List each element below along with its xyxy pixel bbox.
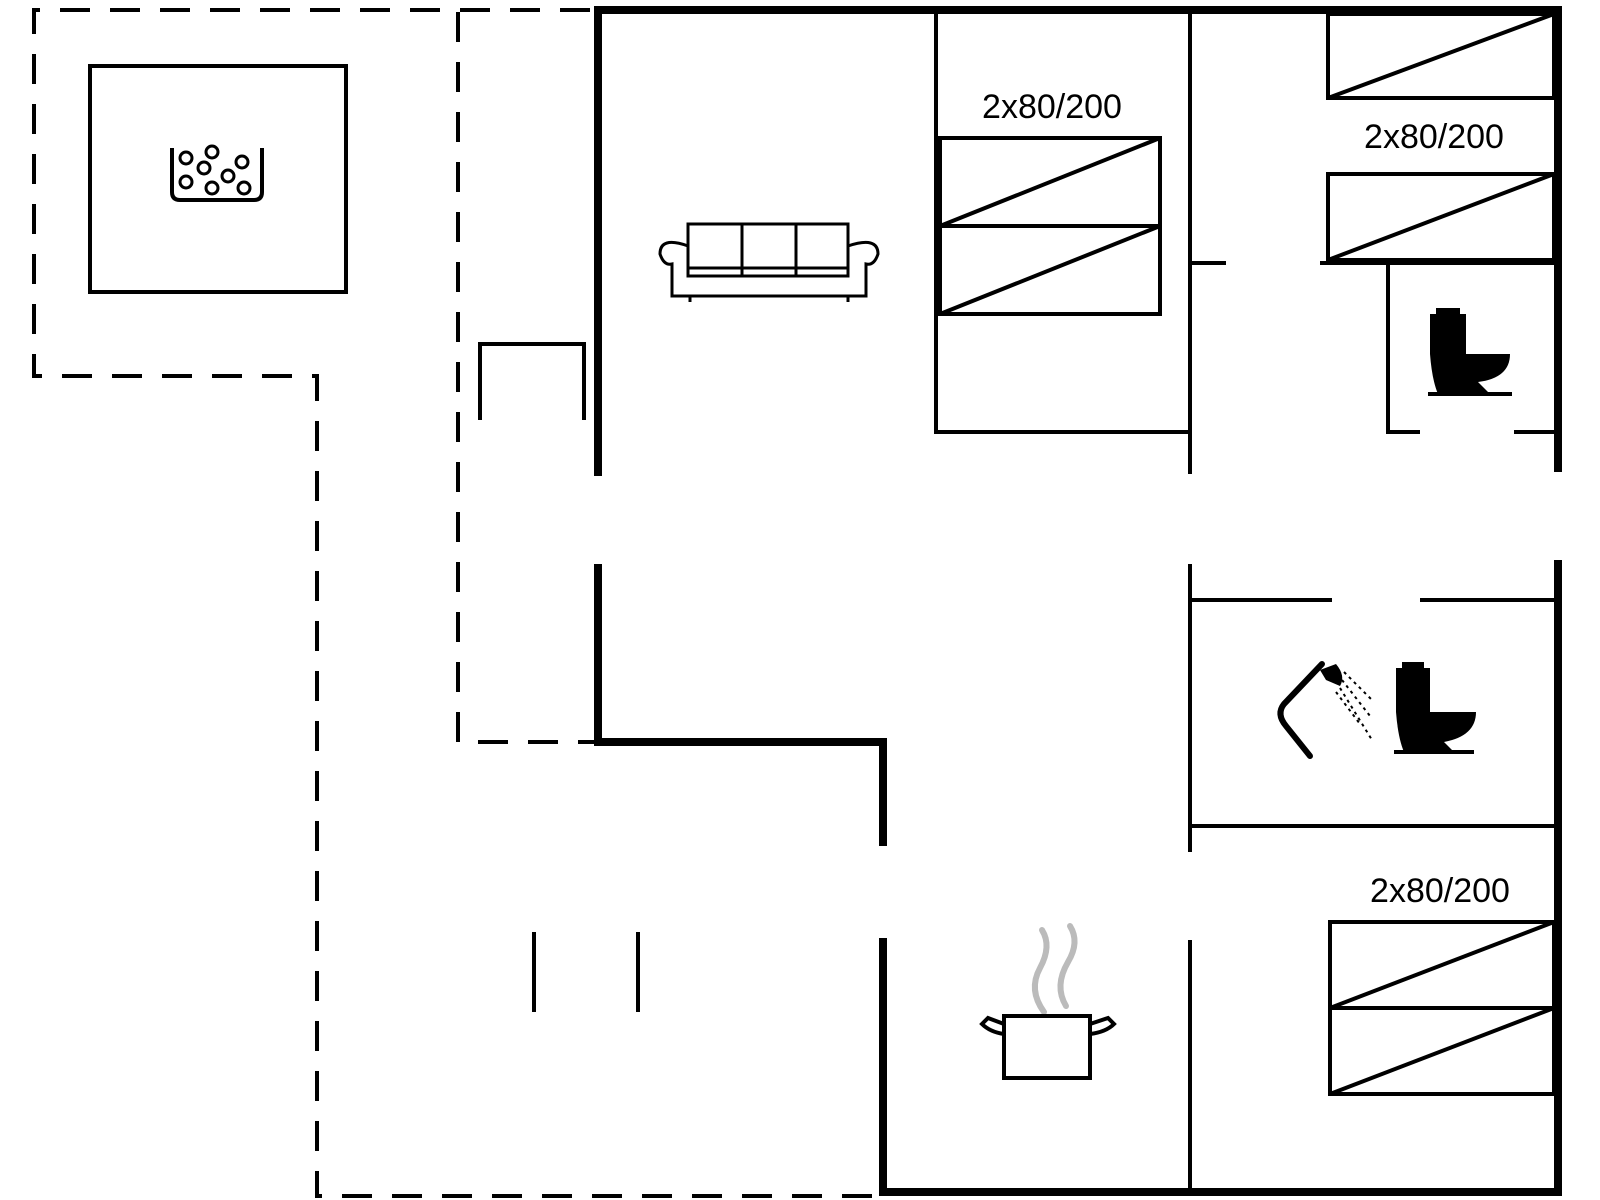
outer-walls	[594, 6, 1562, 1196]
bed-size-label: 2x80/200	[1364, 118, 1504, 156]
toilet-icon	[1394, 662, 1476, 754]
toilet-icon	[1428, 308, 1512, 396]
interior-walls	[532, 10, 1558, 1192]
hot-tub-icon	[170, 144, 264, 202]
outdoor-table	[478, 342, 586, 420]
terrace-outline	[32, 8, 880, 1198]
bed-group-1: 2x80/200	[938, 88, 1162, 316]
hot-tub	[88, 64, 348, 294]
shower-icon	[1277, 661, 1373, 759]
bed-group-2: 2x80/200	[1326, 12, 1556, 262]
bed-group-3: 2x80/200	[1328, 872, 1556, 1096]
sofa-icon	[658, 222, 880, 302]
bed-size-label: 2x80/200	[1370, 872, 1510, 910]
cooking-pot-icon	[979, 923, 1117, 1080]
bed-size-label: 2x80/200	[982, 88, 1122, 126]
